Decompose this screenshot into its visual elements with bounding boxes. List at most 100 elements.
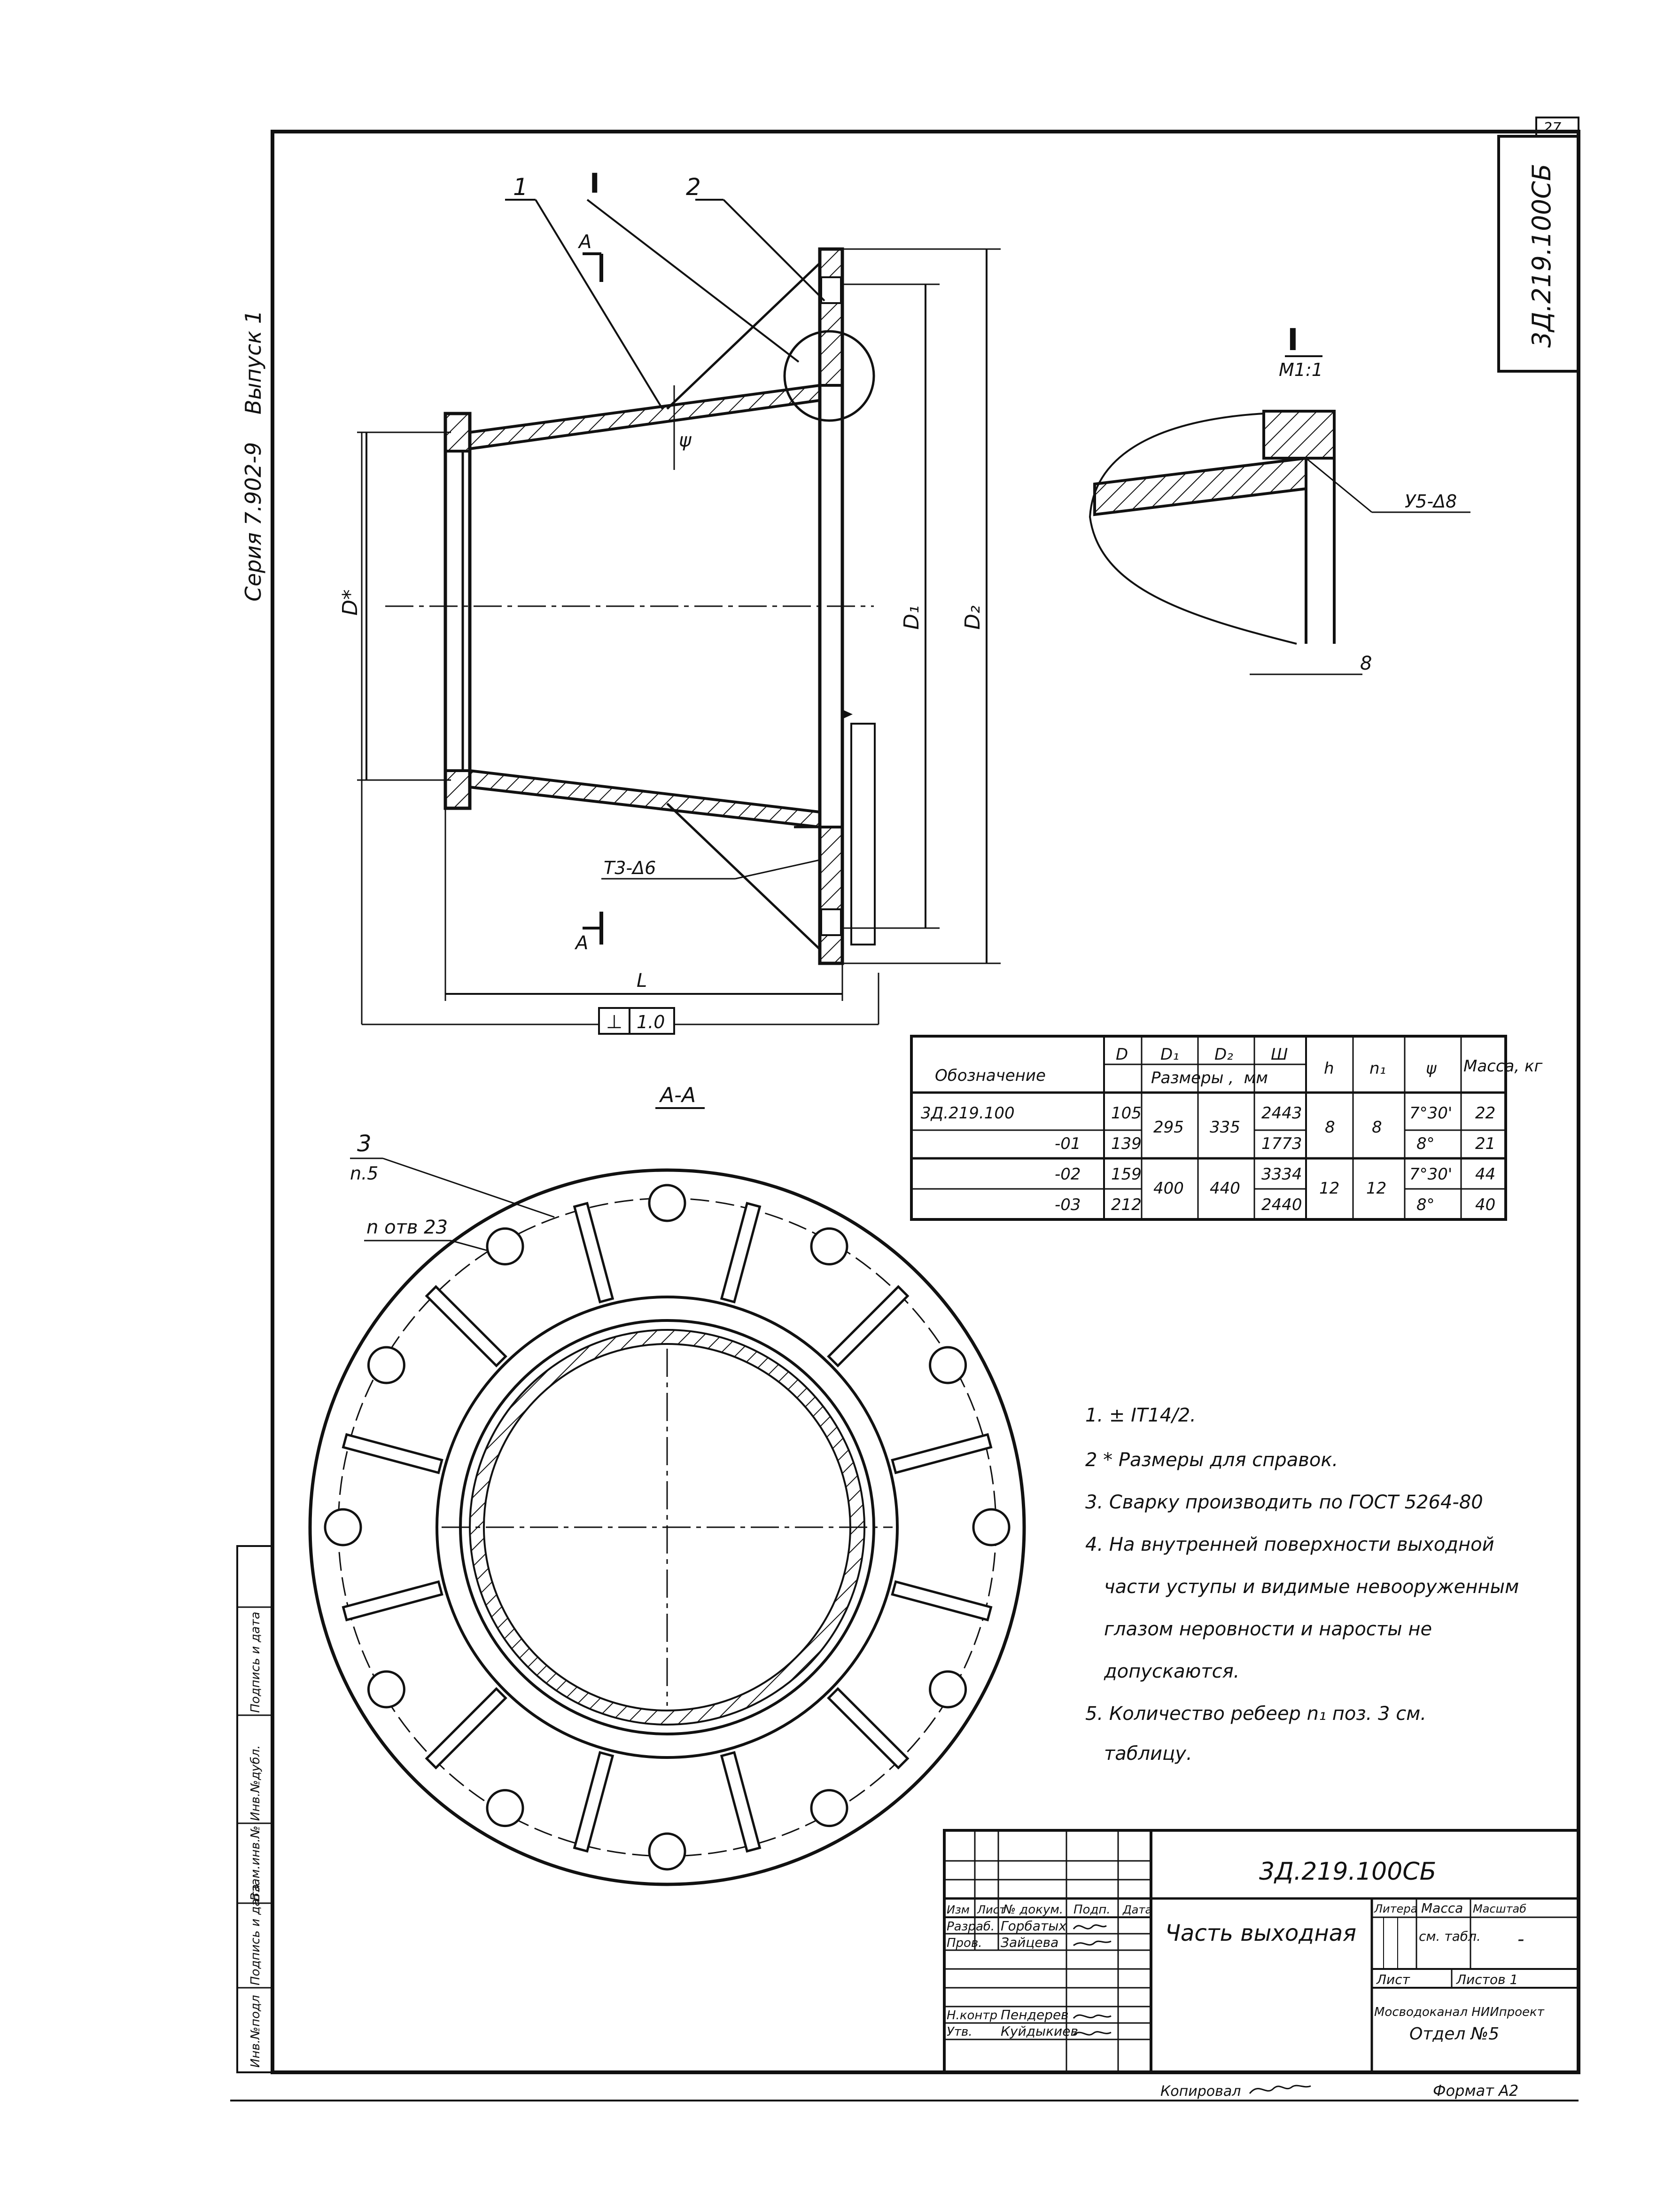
detail-title: I	[1287, 323, 1299, 358]
spec-table: Обозначение D D₁ D₂ Ш Размеры , мм h n₁ …	[910, 1035, 1543, 1221]
rib	[573, 1202, 614, 1304]
stamp-inv-dubl: Инв.№дубл.	[249, 1745, 263, 1821]
weld-label-main: Т3-Δ6	[604, 858, 656, 878]
tb-name-razrab: Горбатых	[1001, 1918, 1066, 1934]
series-label: Серия 7.902-9 Выпуск 1	[241, 310, 266, 601]
dim-D: D*	[338, 589, 362, 616]
detail-dim-8: 8	[1360, 653, 1372, 674]
tb-role-razrab: Разраб.	[947, 1920, 995, 1934]
row4-L: 2440	[1261, 1195, 1302, 1214]
tb-copied: Копировал	[1160, 2083, 1241, 2100]
detail-weld-label: У5-Δ8	[1405, 491, 1457, 512]
dim-L: L	[637, 970, 647, 992]
section-mark-bottom: А	[574, 932, 588, 954]
small-flange-outline	[443, 412, 472, 810]
bolt-hole	[486, 1227, 524, 1265]
drawing-frame	[271, 130, 1580, 2074]
rib	[342, 1580, 443, 1622]
title-block: 3Д.219.100СБ Изм Лист № докум. Подп. Дат…	[943, 1829, 1580, 2100]
row4-D: 212	[1111, 1195, 1142, 1214]
signature-utv	[1073, 2031, 1112, 2036]
tb-role-prov: Пров.	[947, 1936, 982, 1950]
rib	[720, 1751, 762, 1853]
callout-1: 1	[513, 173, 528, 201]
note-4-line3: глазом неровности и наросты не	[1104, 1618, 1432, 1640]
row2-D: 139	[1111, 1134, 1142, 1153]
th-sizes: Размеры , мм	[1151, 1069, 1268, 1087]
bolt-hole	[486, 1789, 524, 1828]
row4-mass: 40	[1475, 1195, 1495, 1214]
tb-h-sign: Подп.	[1073, 1903, 1111, 1917]
row1-L: 2443	[1261, 1104, 1302, 1123]
th-D: D	[1116, 1045, 1128, 1064]
bolt-holes	[324, 1184, 1011, 1871]
detail-flange-section	[1262, 410, 1336, 460]
stamp-sign-date-1: Подпись и дата	[249, 1884, 263, 1985]
group2-D2: 440	[1210, 1179, 1240, 1198]
section-title: А-А	[659, 1083, 696, 1107]
pipe-wall	[469, 1329, 866, 1726]
row1-designation: 3Д.219.100	[921, 1104, 1015, 1123]
th-psi: ψ	[1426, 1059, 1437, 1078]
large-flange-top	[818, 248, 844, 387]
tb-org-1: Мосводоканал НИИпроект	[1374, 2005, 1545, 2019]
row3-mass: 44	[1475, 1165, 1495, 1184]
tb-h-date: Дата	[1122, 1903, 1152, 1916]
tolerance-value: 1.0	[637, 1012, 665, 1032]
rib-top	[666, 262, 821, 410]
group2-n: 12	[1366, 1179, 1386, 1198]
stamp-vzam-inv: Взам.инв.№	[249, 1826, 263, 1901]
row3-psi: 7°30'	[1409, 1165, 1452, 1184]
outer-flange-circle	[308, 1168, 1026, 1886]
bolt-hole	[324, 1508, 362, 1547]
note-1: 1. ± IT14/2.	[1085, 1405, 1196, 1426]
signature-copied	[1249, 2085, 1311, 2094]
bolt-hole	[929, 1346, 967, 1384]
row3-designation: -02	[1055, 1165, 1081, 1184]
group2-h: 12	[1319, 1179, 1339, 1198]
note-2: 2 * Размеры для справок.	[1085, 1449, 1338, 1471]
tb-org-2: Отдел №5	[1409, 2024, 1499, 2044]
ribs	[342, 1202, 993, 1853]
row3-D: 159	[1111, 1165, 1142, 1184]
th-mass: Масса, кг	[1463, 1057, 1543, 1076]
tb-name-nkontr: Пендерев	[1001, 2007, 1069, 2023]
tolerance-symbol: ⊥	[606, 1011, 622, 1033]
group1-h: 8	[1325, 1118, 1335, 1137]
rib	[827, 1687, 910, 1770]
row4-psi: 8°	[1416, 1195, 1435, 1214]
tb-h-doc: № докум.	[1002, 1903, 1063, 1917]
signature-razrab	[1073, 1924, 1107, 1929]
angle-psi: ψ	[679, 430, 692, 451]
detail-scale: М1:1	[1279, 359, 1323, 380]
bolt-hole	[367, 1346, 405, 1384]
tb-h-izm: Изм	[947, 1903, 970, 1916]
group1-n: 8	[1372, 1118, 1382, 1137]
bolt-hole	[367, 1670, 405, 1709]
tb-h-list: Лист	[977, 1903, 1006, 1916]
stamp-sign-date-2: Подпись и дата	[249, 1612, 263, 1713]
row4-designation: -03	[1055, 1195, 1081, 1214]
note-4-line2: части уступы и видимые невооруженным	[1104, 1576, 1519, 1598]
holes-label: n отв 23	[366, 1217, 448, 1238]
bolt-hole	[648, 1184, 686, 1222]
signature-nkontr	[1073, 2014, 1112, 2019]
note-5-line1: 5. Количество ребеер n₁ поз. 3 см.	[1085, 1703, 1426, 1725]
note-3: 3. Сварку производить по ГОСТ 5264-80	[1085, 1492, 1483, 1513]
bolt-hole	[648, 1832, 686, 1871]
signature-prov	[1073, 1940, 1112, 1946]
group1-D2: 335	[1210, 1118, 1240, 1137]
tb-scale-label: Масштаб	[1473, 1902, 1526, 1915]
th-designation: Обозначение	[935, 1066, 1046, 1085]
rib	[342, 1433, 443, 1475]
note-4-line1: 4. На внутренней поверхности выходной	[1085, 1534, 1494, 1555]
rib	[720, 1202, 762, 1304]
designation-box	[1497, 135, 1580, 373]
detail-I-circle	[783, 330, 875, 422]
detail-view: I М1:1 У5-Δ8 8	[1089, 323, 1470, 675]
bolt-hole	[810, 1789, 848, 1828]
tb-sheet-label: Лист	[1376, 1972, 1410, 1987]
dim-D2: D₂	[961, 605, 985, 630]
tb-format: Формат А2	[1433, 2082, 1518, 2100]
tb-name-utv: Куйдыкиев	[1001, 2023, 1078, 2039]
